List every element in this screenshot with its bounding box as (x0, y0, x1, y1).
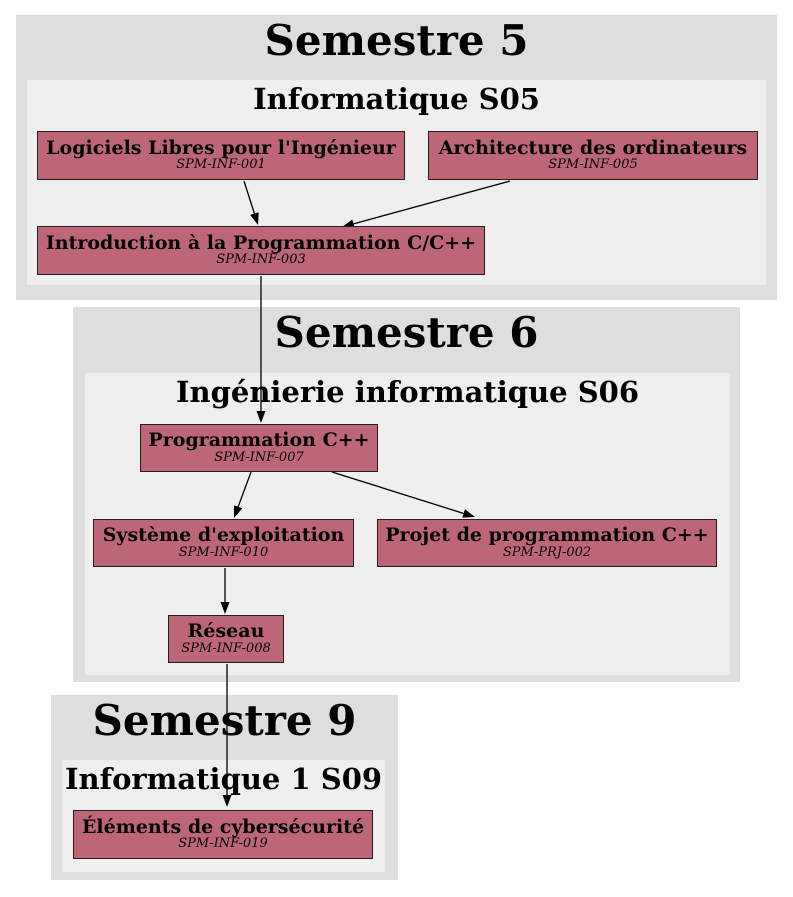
course-name: Logiciels Libres pour l'Ingénieur (46, 136, 396, 159)
course-code: SPM-INF-010 (178, 544, 269, 560)
course-code: SPM-INF-003 (216, 252, 306, 268)
course-name: Programmation C++ (148, 429, 370, 452)
course-node-spm-inf-019: Éléments de cybersécurité SPM-INF-019 (73, 810, 373, 859)
course-code: SPM-INF-005 (548, 157, 638, 173)
course-name: Réseau (187, 620, 265, 643)
course-code: SPM-INF-019 (178, 836, 268, 852)
course-node-spm-inf-007: Programmation C++ SPM-INF-007 (140, 424, 378, 472)
semester-6-title: Semestre 6 (274, 308, 539, 357)
course-code: SPM-INF-007 (214, 449, 304, 465)
course-node-spm-inf-003: Introduction à la Programmation C/C++ SP… (37, 226, 485, 275)
course-node-spm-inf-008: Réseau SPM-INF-008 (168, 615, 284, 663)
course-name: Architecture des ordinateurs (438, 136, 748, 159)
course-code: SPM-INF-001 (176, 157, 266, 173)
course-node-spm-prj-002: Projet de programmation C++ SPM-PRJ-002 (377, 519, 717, 567)
course-name: Introduction à la Programmation C/C++ (45, 231, 477, 254)
semester-5-title: Semestre 5 (264, 16, 529, 65)
course-code: SPM-INF-008 (181, 640, 271, 656)
course-name: Système d'exploitation (102, 524, 345, 547)
course-name: Éléments de cybersécurité (81, 815, 365, 838)
group-s09-title: Informatique 1 S09 (64, 762, 383, 796)
course-code: SPM-PRJ-002 (502, 544, 592, 560)
group-s05-title: Informatique S05 (253, 82, 540, 116)
semester-9-title: Semestre 9 (92, 696, 357, 745)
group-s06-title: Ingénierie informatique S06 (175, 375, 640, 409)
course-node-spm-inf-001: Logiciels Libres pour l'Ingénieur SPM-IN… (37, 131, 405, 180)
course-node-spm-inf-010: Système d'exploitation SPM-INF-010 (93, 519, 354, 567)
course-node-spm-inf-005: Architecture des ordinateurs SPM-INF-005 (428, 131, 758, 180)
course-name: Projet de programmation C++ (385, 524, 709, 547)
